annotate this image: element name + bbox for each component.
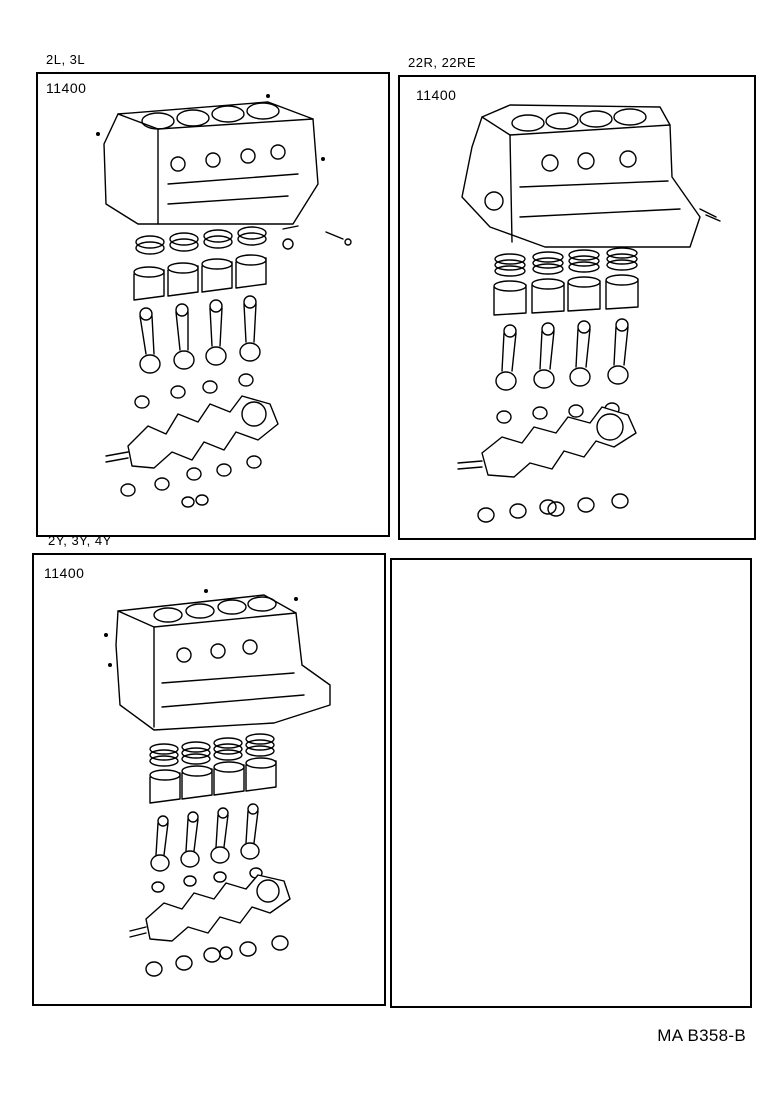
panel-empty bbox=[390, 558, 752, 1008]
crankshaft bbox=[129, 874, 291, 942]
pins-and-dowels bbox=[282, 225, 352, 250]
part-number-label: 11400 bbox=[46, 80, 87, 96]
main-bearings bbox=[477, 493, 629, 523]
piston-rings bbox=[149, 733, 275, 767]
engine-label-2y-3y-4y: 2Y, 3Y, 4Y bbox=[48, 533, 112, 548]
panel-22r-22re: 11400 bbox=[398, 75, 756, 540]
pistons bbox=[493, 274, 639, 316]
panel-2l-3l: 11400 bbox=[36, 72, 390, 537]
pistons bbox=[149, 757, 277, 804]
short-block-exploded-view bbox=[104, 589, 331, 977]
part-number-label: 11400 bbox=[44, 565, 85, 581]
main-bearings bbox=[120, 455, 262, 508]
cylinder-block bbox=[461, 104, 721, 248]
piston-rings bbox=[494, 247, 638, 277]
connecting-rods bbox=[139, 295, 261, 374]
short-block-exploded-view bbox=[457, 104, 721, 523]
rod-bearings bbox=[496, 402, 620, 424]
connecting-rods bbox=[150, 803, 260, 872]
piston-rings bbox=[135, 226, 267, 255]
engine-label-22r-22re: 22R, 22RE bbox=[408, 55, 477, 70]
cylinder-block bbox=[96, 94, 325, 225]
crankshaft bbox=[457, 406, 637, 478]
cylinder-block bbox=[104, 589, 331, 731]
part-number-label: 11400 bbox=[416, 87, 457, 103]
diagram-code: MA B358-B bbox=[657, 1026, 746, 1045]
engine-label-2l-3l: 2L, 3L bbox=[46, 52, 86, 67]
pistons bbox=[133, 254, 267, 301]
short-block-exploded-view bbox=[96, 94, 352, 508]
main-bearings bbox=[145, 935, 289, 977]
crankshaft bbox=[105, 395, 279, 469]
connecting-rods bbox=[495, 318, 629, 391]
rod-bearings bbox=[134, 373, 254, 409]
panel-2y-3y-4y: 11400 bbox=[32, 553, 386, 1006]
